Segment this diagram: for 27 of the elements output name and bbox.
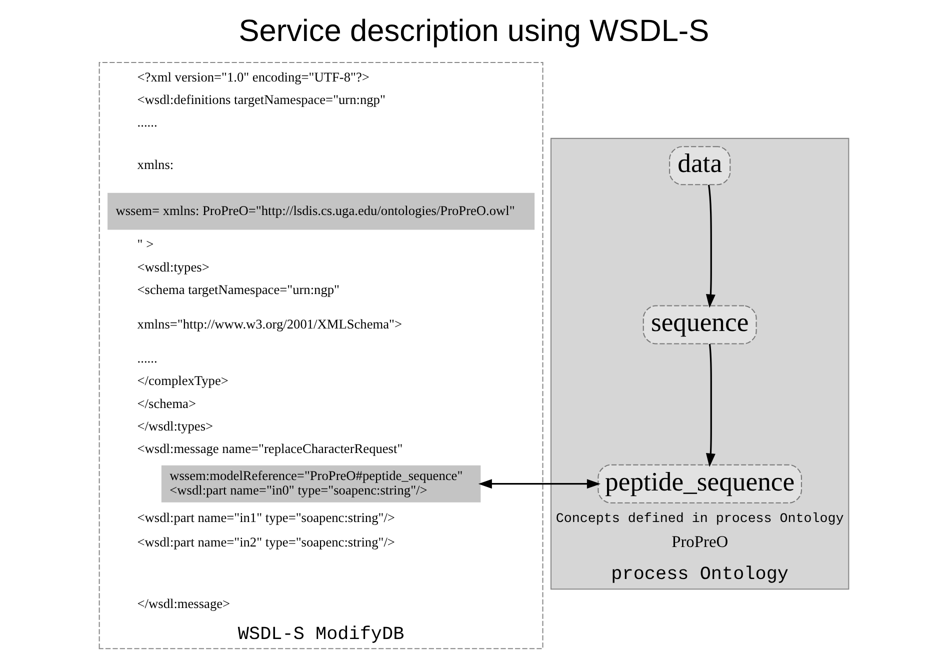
label: xmlns="http://www.w3.org/2001/XMLSchema"> xyxy=(136,316,402,332)
node-box: wssem:modelReference="ProPreO#peptide_sequence" <wsdl:part name="in0" type="soapenc:string"/> xyxy=(160,465,480,502)
node-box: sequence xyxy=(642,305,756,344)
node-box: data xyxy=(668,146,730,186)
label: </wsdl:message> xyxy=(136,596,230,611)
label: <schema targetNamespace="urn:ngp" xyxy=(136,282,340,297)
label: </schema> xyxy=(136,396,196,411)
arrow xyxy=(705,184,715,308)
label: <wsdl:definitions targetNamespace="urn:ngp" xyxy=(136,92,385,107)
node-box: wssem= xmlns: ProPreO="http://lsdis.cs.uga.edu/ontologies/ProPreO.owl" xyxy=(107,192,534,230)
label: </wsdl:types> xyxy=(136,418,213,434)
diagram-title: Service description using WSDL-S xyxy=(238,12,709,48)
arrow xyxy=(705,344,715,467)
label: xmlns: xyxy=(136,157,174,172)
label: <wsdl:part name="in2" type="soapenc:string"/> xyxy=(136,534,394,550)
label: <?xml version="1.0" encoding="UTF-8"?> xyxy=(136,69,369,84)
arrow xyxy=(478,479,600,489)
label: ProPreO xyxy=(671,532,728,551)
label: ...... xyxy=(136,114,157,130)
label: " > xyxy=(136,236,154,252)
label: <wsdl:message name="replaceCharacterRequest" xyxy=(136,440,402,456)
node-box: peptide_sequence xyxy=(597,464,802,504)
label: </complexType> xyxy=(136,373,228,388)
label: <wsdl:part name="in1" type="soapenc:string"/> xyxy=(136,510,394,525)
label: Concepts defined in process Ontology xyxy=(555,512,844,527)
label: ...... xyxy=(136,350,157,366)
label: <wsdl:types> xyxy=(136,259,209,274)
